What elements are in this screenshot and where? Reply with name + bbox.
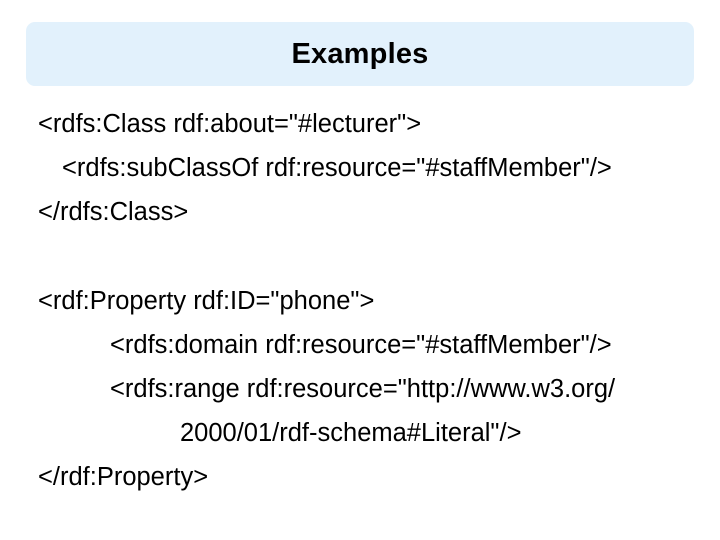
title-banner: Examples xyxy=(26,22,694,86)
code-block-rdfs-class-lecturer: <rdfs:Class rdf:about="#lecturer"> <rdfs… xyxy=(0,102,720,234)
code-line: </rdf:Property> xyxy=(38,463,209,491)
page-title: Examples xyxy=(291,37,429,70)
code-line: <rdfs:subClassOf rdf:resource="#staffMem… xyxy=(62,154,612,182)
code-line: <rdfs:domain rdf:resource="#staffMember"… xyxy=(110,331,612,359)
code-line: 2000/01/rdf-schema#Literal"/> xyxy=(180,419,522,447)
code-line: <rdfs:Class rdf:about="#lecturer"> xyxy=(38,110,422,138)
code-block-rdf-property-phone: <rdf:Property rdf:ID="phone"> <rdfs:doma… xyxy=(0,279,720,499)
code-line: </rdfs:Class> xyxy=(38,198,189,226)
code-line: <rdfs:range rdf:resource="http://www.w3.… xyxy=(110,375,616,403)
code-line: <rdf:Property rdf:ID="phone"> xyxy=(38,287,375,315)
code-area: <rdfs:Class rdf:about="#lecturer"> <rdfs… xyxy=(0,102,720,499)
